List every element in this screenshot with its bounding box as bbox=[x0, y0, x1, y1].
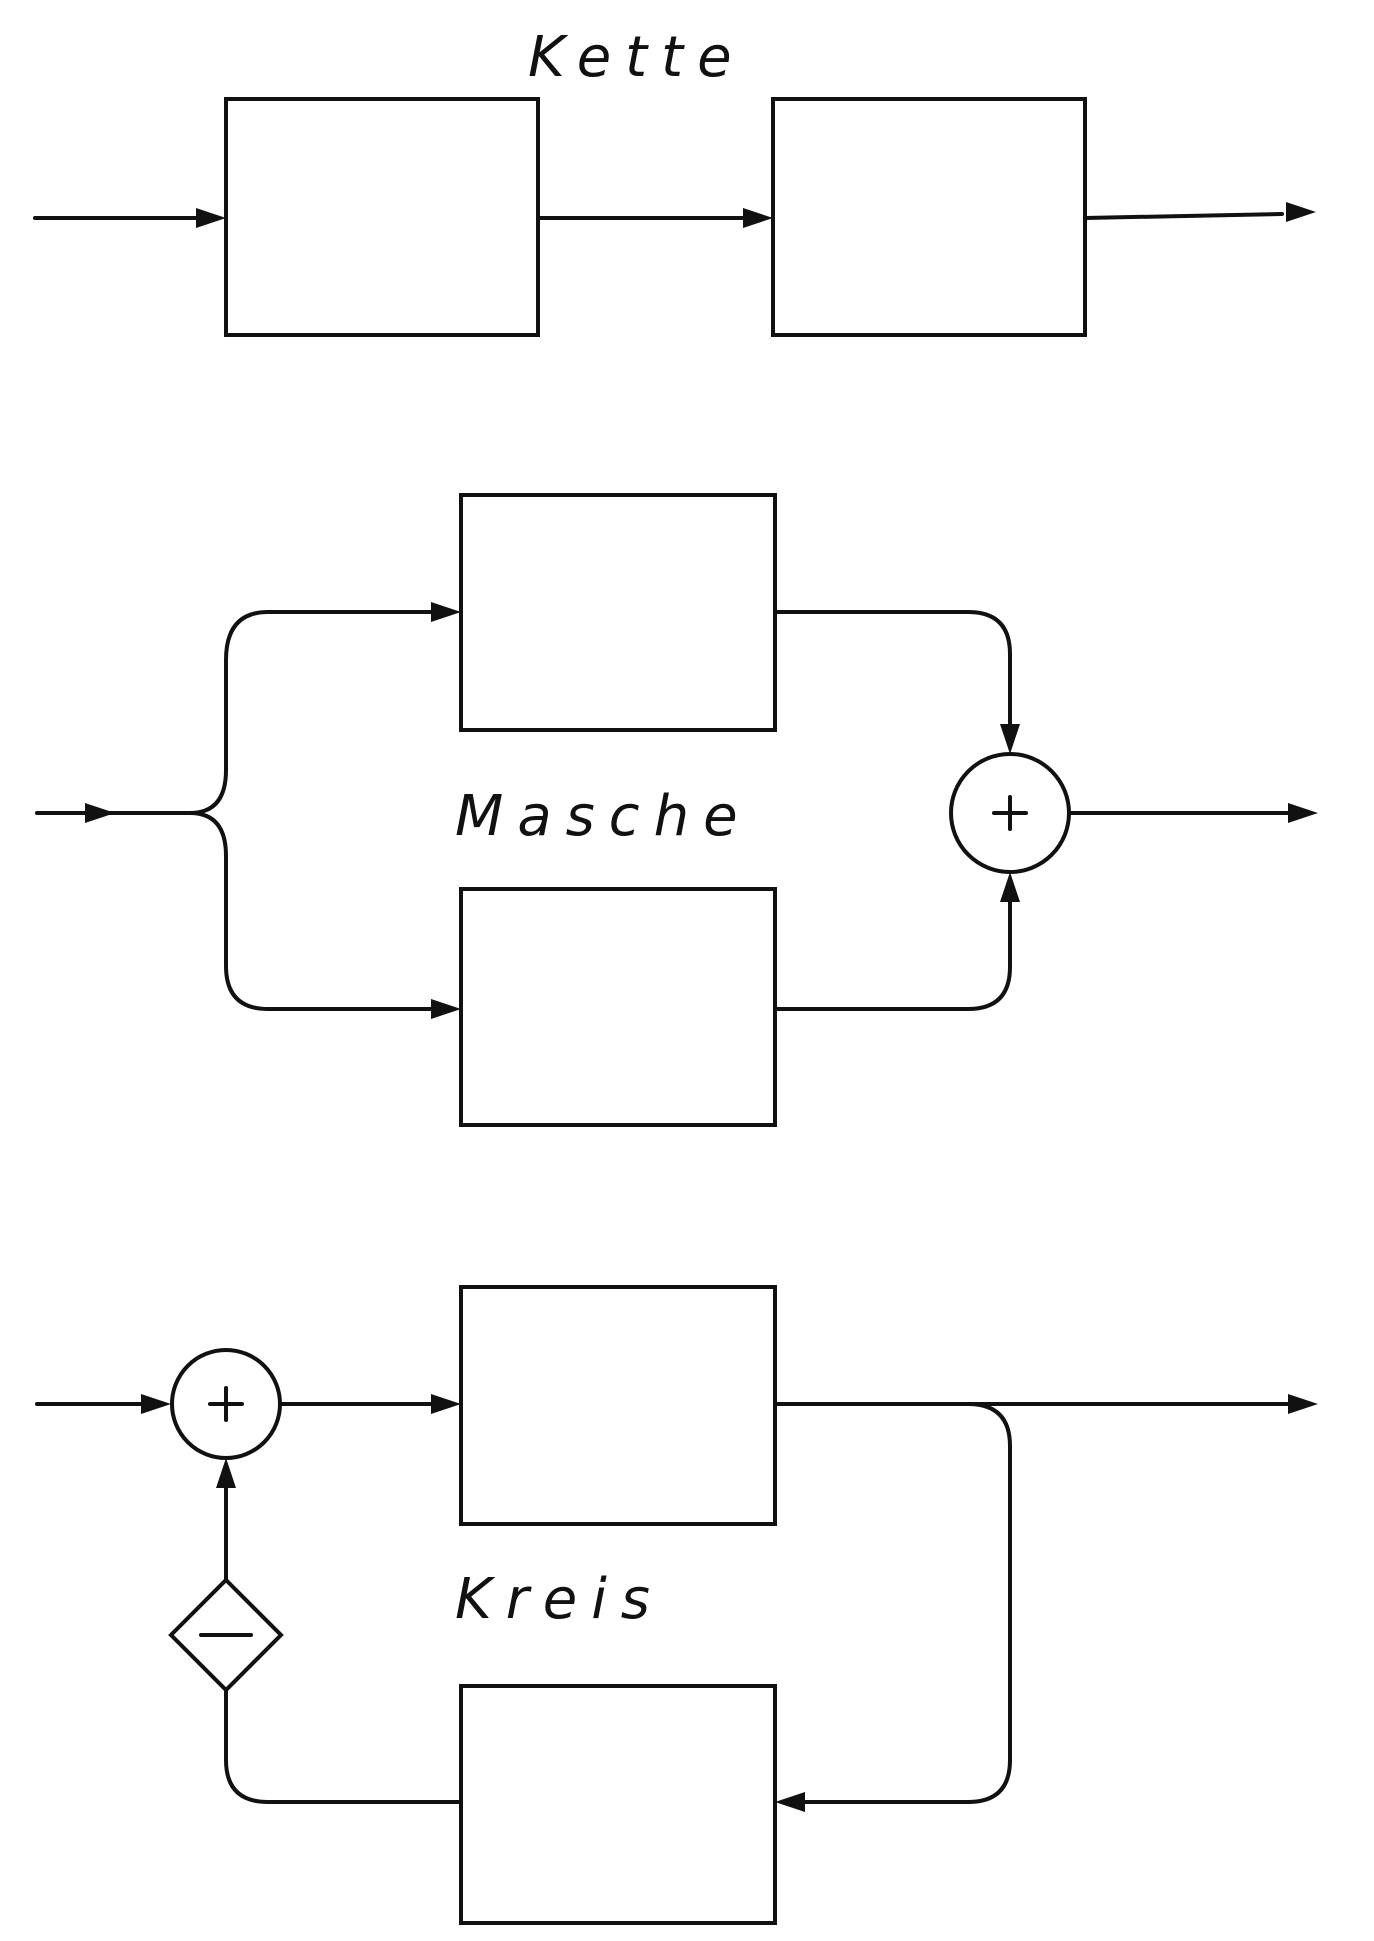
loop-forward-block bbox=[459, 1285, 777, 1526]
loop-input-arrow bbox=[141, 1394, 171, 1414]
mesh-output-arrow bbox=[1288, 803, 1318, 823]
loop-feedback-path-right bbox=[789, 1402, 1012, 1804]
mesh-title: Masche bbox=[455, 784, 752, 849]
mesh-input-arrow bbox=[85, 803, 115, 823]
chain-block-2 bbox=[771, 97, 1087, 337]
mesh-block-upper bbox=[459, 493, 777, 732]
mesh-lower-return bbox=[773, 894, 1012, 1011]
mesh-lower-return-arrow bbox=[1000, 872, 1020, 902]
chain-output-line bbox=[1083, 212, 1284, 220]
chain-title: Kette bbox=[528, 25, 746, 90]
chain-block-1 bbox=[224, 97, 540, 337]
chain-diagram: Kette bbox=[33, 25, 1316, 337]
chain-input-arrow bbox=[196, 208, 226, 228]
loop-feedback-in-arrow bbox=[775, 1792, 805, 1812]
loop-feedback-block bbox=[459, 1684, 777, 1925]
mesh-block-lower bbox=[459, 887, 777, 1127]
mesh-lower-branch bbox=[188, 811, 447, 1011]
loop-forward-arrow bbox=[431, 1394, 461, 1414]
loop-title: Kreis bbox=[455, 1567, 664, 1632]
loop-feedback-up-arrow bbox=[216, 1458, 236, 1488]
loop-diagram: Kreis bbox=[35, 1285, 1318, 1925]
loop-output-arrow bbox=[1288, 1394, 1318, 1414]
mesh-diagram: Masche bbox=[35, 493, 1318, 1127]
mesh-upper-branch bbox=[188, 610, 447, 815]
chain-link-arrow bbox=[743, 208, 773, 228]
mesh-upper-return-arrow bbox=[1000, 724, 1020, 754]
mesh-upper-return bbox=[773, 610, 1012, 732]
mesh-lower-branch-arrow bbox=[431, 999, 461, 1019]
chain-output-arrow bbox=[1286, 202, 1316, 222]
mesh-upper-branch-arrow bbox=[431, 602, 461, 622]
loop-feedback-path-left bbox=[224, 1688, 463, 1804]
